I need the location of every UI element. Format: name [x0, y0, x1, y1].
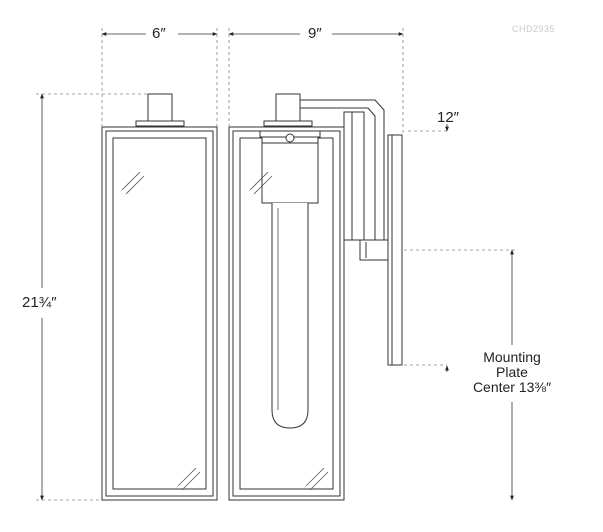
- bulb: [271, 203, 309, 429]
- front-cap: [147, 93, 173, 123]
- front-reflection-marks: [121, 171, 201, 491]
- junction-box: [359, 239, 389, 261]
- side-cap-base: [263, 120, 313, 127]
- product-code: CHD2935: [512, 24, 556, 34]
- side-bracket-top: [343, 111, 365, 241]
- mounting-plate: [387, 134, 403, 366]
- front-glass-panel: [112, 137, 207, 490]
- depth-label: 12″: [437, 109, 459, 126]
- mounting-plate-label: Mounting Plate Center 13⅜″: [462, 350, 562, 395]
- mounting-label-line1: Mounting: [483, 349, 541, 365]
- side-cap: [275, 93, 301, 123]
- side-view: [228, 93, 403, 501]
- height-label: 21¾″: [22, 294, 57, 311]
- front-view: [101, 93, 218, 501]
- front-cap-base: [135, 120, 185, 127]
- width-side-label: 9″: [308, 25, 322, 42]
- mounting-label-line2: Plate: [496, 364, 528, 380]
- width-front-label: 6″: [152, 25, 166, 42]
- front-frame-inner-line: [105, 130, 214, 497]
- mounting-label-line3: Center 13⅜″: [472, 379, 552, 395]
- socket-body: [261, 136, 319, 204]
- dimension-lines: [36, 28, 515, 501]
- side-reflection-marks: [249, 171, 329, 491]
- socket-screw: [285, 133, 295, 143]
- front-outer-frame: [101, 126, 218, 501]
